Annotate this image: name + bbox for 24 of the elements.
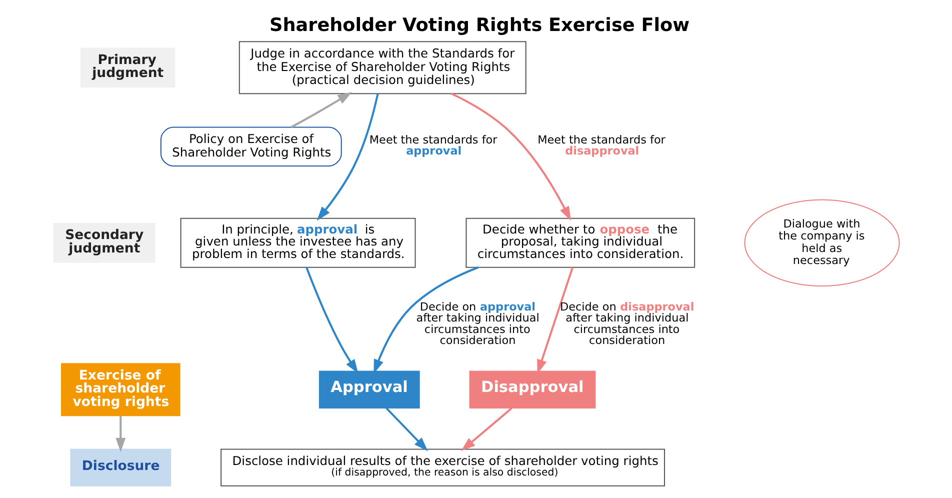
node-box: Disapproval: [468, 370, 596, 408]
node-ellipse: Dialogue with the company is held as necessary: [744, 198, 900, 286]
arrow: [115, 415, 126, 452]
node-box: Approval: [318, 370, 420, 408]
edge-label: Decide on disapproval after taking individual circumstances into consideration: [560, 300, 694, 347]
node-box: Disclose individual results of the exercise of shareholder voting rights (if disapproved, the reason is also disclosed): [220, 448, 664, 486]
edge-label: Meet the standards for disapproval: [537, 132, 665, 158]
diagram-title: Shareholder Voting Rights Exercise Flow: [269, 14, 690, 36]
node-box: In principle, approval is given unless the investee has any problem in terms of the standards.: [180, 217, 416, 268]
edge-label: Decide on approval after taking individual circumstances into consideration: [416, 300, 539, 347]
arrow: [385, 407, 428, 451]
edge-label: Meet the standards for approval: [368, 132, 497, 158]
arrow: [450, 92, 570, 220]
node-box: Policy on Exercise of Shareholder Voting Rights: [160, 126, 342, 166]
arrow: [460, 406, 512, 451]
node-box: Decide whether to oppose the proposal, taking individual circumstances into consideration.: [465, 217, 695, 268]
arrow: [305, 266, 358, 373]
arrow: [316, 93, 378, 220]
arrow: [373, 266, 478, 374]
arrow: [290, 92, 352, 128]
node-box: Judge in accordance with the Standards for the Exercise of Shareholder Voting Rights (practical decision guidelines): [238, 40, 526, 94]
arrow: [536, 266, 574, 374]
node-box: Disclosure: [70, 448, 171, 486]
node-box: Exercise of shareholder voting rights: [60, 362, 180, 416]
